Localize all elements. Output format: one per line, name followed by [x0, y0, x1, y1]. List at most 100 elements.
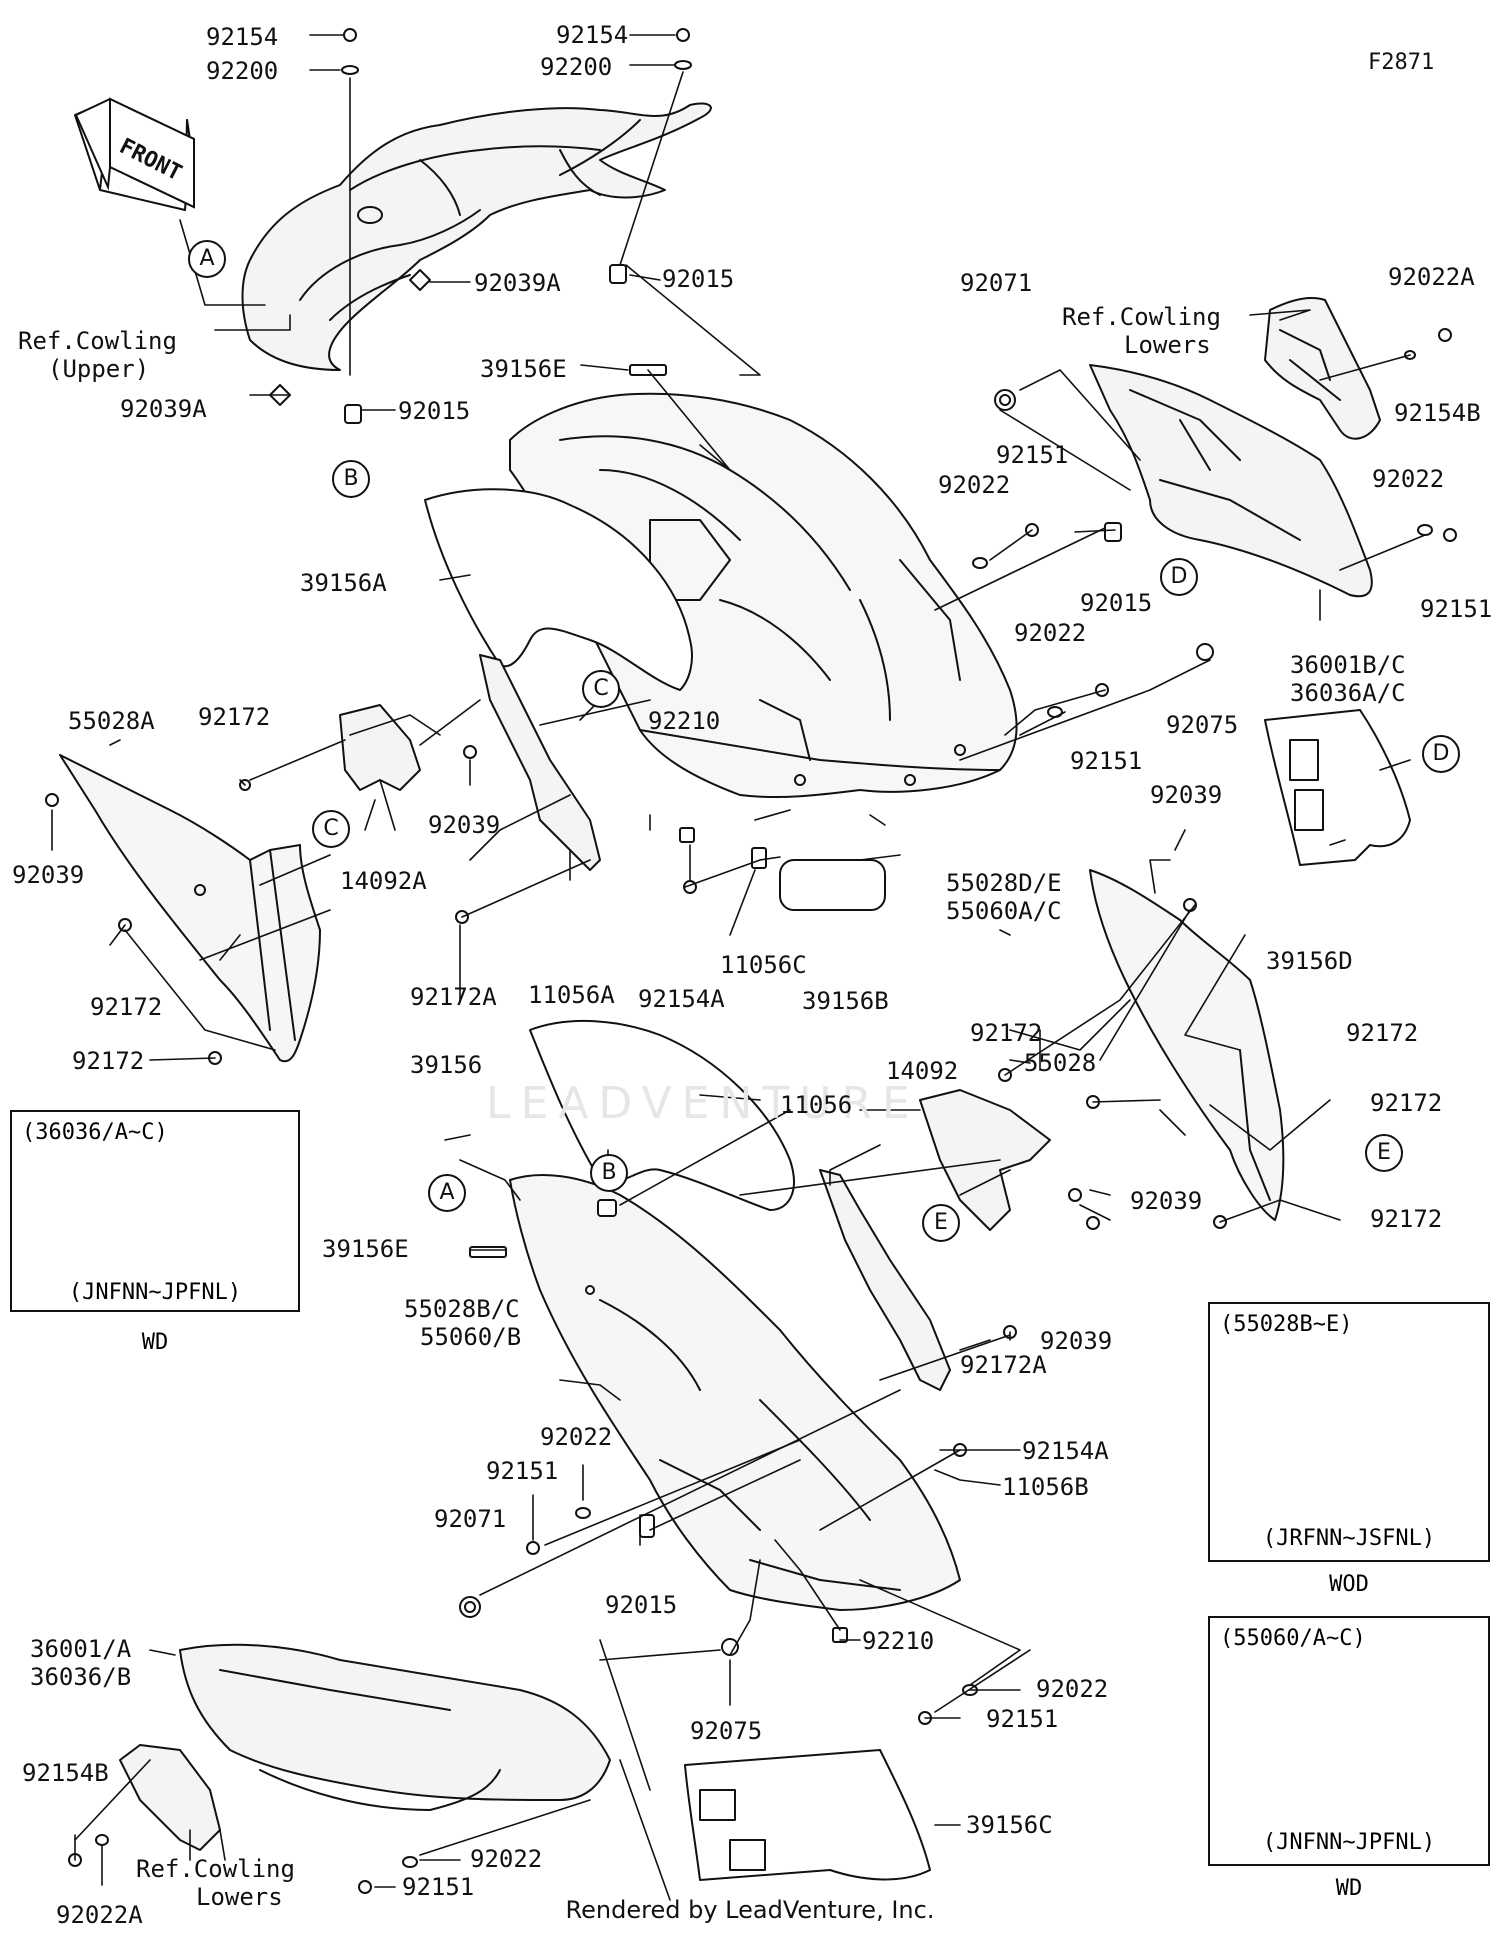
cowling-lowers-bracket-part [1264, 297, 1381, 440]
duct-36001BC-part [1089, 364, 1373, 598]
label-ref-cowling-upper-2: (Upper) [48, 355, 150, 383]
label-39156B: 39156B [802, 987, 889, 1015]
bracket-11056A-part [479, 654, 601, 871]
inset-55028-code: (JRFNN~JSFNL) [1262, 1526, 1436, 1551]
label-92200-top-mid: 92200 [540, 53, 613, 81]
label-92154-top-left: 92154 [206, 23, 279, 51]
label-92022A-top: 92022A [1388, 263, 1475, 291]
label-14092A: 14092A [340, 867, 427, 895]
label-ref-cowling-lowers-top: Ref.Cowling [1062, 303, 1221, 331]
label-11056C: 11056C [720, 951, 807, 979]
side-panel-55028A-part [59, 754, 321, 1063]
label-92200-top-left: 92200 [206, 57, 279, 85]
label-92172-a: 92172 [198, 703, 271, 731]
callout-e-mid: E [922, 1204, 960, 1242]
inset-36036: (36036/A~C) (JNFNN~JPFNL) [10, 1110, 300, 1312]
inset-36036-header: (36036/A~C) [22, 1120, 168, 1145]
label-ref-cowling-lowers-low-2: Lowers [196, 1883, 283, 1911]
callout-b-top: B [332, 460, 370, 498]
upper-cowling-part [241, 102, 712, 371]
label-ref-cowling-lowers-top-2: Lowers [1124, 331, 1211, 359]
callout-e-right: E [1365, 1134, 1403, 1172]
callout-d-right: D [1422, 735, 1460, 773]
label-92154B-top: 92154B [1394, 399, 1481, 427]
inset-36036-label: WD [141, 1330, 169, 1355]
label-92172-right-1: 92172 [1346, 1019, 1419, 1047]
label-92151-mid-1: 92151 [996, 441, 1069, 469]
cowling-lowers-bracket-low-part [119, 1744, 221, 1851]
label-92154-top-mid: 92154 [556, 21, 629, 49]
label-92015-top: 92015 [662, 265, 735, 293]
label-92039A-upper: 92039A [474, 269, 561, 297]
front-direction-icon: FRONT [74, 97, 195, 209]
label-92022-right: 92022 [1372, 465, 1445, 493]
inset-55060: (55060/A~C) (JNFNN~JPFNL) [1208, 1616, 1490, 1866]
inset-55028-header: (55028B~E) [1220, 1312, 1353, 1337]
label-92039-e2: 92039 [1040, 1327, 1113, 1355]
label-92151-bottom: 92151 [402, 1873, 475, 1901]
label-92071-top: 92071 [960, 269, 1033, 297]
label-92071-low: 92071 [434, 1505, 507, 1533]
callout-a-low: A [428, 1174, 466, 1212]
label-92172-b: 92172 [90, 993, 163, 1021]
label-39156E-low: 39156E [322, 1235, 409, 1263]
label-92210-low: 92210 [862, 1627, 935, 1655]
inset-55028: (55028B~E) (JRFNN~JSFNL) [1208, 1302, 1490, 1562]
callout-d-top: D [1160, 558, 1198, 596]
label-92075-top: 92075 [1166, 711, 1239, 739]
label-92075-low: 92075 [690, 1717, 763, 1745]
label-11056: 11056 [780, 1091, 853, 1119]
callout-b-low: B [590, 1154, 628, 1192]
label-ref-cowling-upper: Ref.Cowling [18, 327, 177, 355]
label-55028: 55028 [1024, 1049, 1097, 1077]
label-92154A-low: 92154A [1022, 1437, 1109, 1465]
inset-55060-code: (JNFNN~JPFNL) [1262, 1830, 1436, 1855]
label-92172A-b: 92172A [960, 1351, 1047, 1379]
label-ref-cowling-lowers-low: Ref.Cowling [136, 1855, 295, 1883]
label-92015-low: 92015 [605, 1591, 678, 1619]
lower-cowl-55028BC-part [509, 1174, 961, 1611]
label-92022-low-r: 92022 [1036, 1675, 1109, 1703]
label-92151-right: 92151 [1420, 595, 1493, 623]
label-92151-low: 92151 [486, 1457, 559, 1485]
inset-55060-header: (55060/A~C) [1220, 1626, 1366, 1651]
label-39156E-top: 39156E [480, 355, 567, 383]
watermark-text: LEADVENTURE [486, 1078, 920, 1129]
label-92151-low-r: 92151 [986, 1705, 1059, 1733]
label-92039-right: 92039 [1150, 781, 1223, 809]
bracket-14092A-part [339, 704, 421, 791]
label-92022-mid-2: 92022 [1014, 619, 1087, 647]
label-92022-mid-1: 92022 [938, 471, 1011, 499]
label-39156D: 39156D [1266, 947, 1353, 975]
label-36001A: 36001/A [30, 1635, 132, 1663]
callout-c-left: C [312, 810, 350, 848]
label-92172A-a: 92172A [410, 983, 497, 1011]
label-92172-c: 92172 [72, 1047, 145, 1075]
label-39156A: 39156A [300, 569, 387, 597]
label-92172-right-2: 92172 [1370, 1089, 1443, 1117]
inset-55060-label: WD [1335, 1876, 1363, 1901]
label-92022-bottom: 92022 [470, 1845, 543, 1873]
label-92210-top: 92210 [648, 707, 721, 735]
inset-55028-label: WOD [1329, 1572, 1369, 1597]
label-55028A: 55028A [68, 707, 155, 735]
label-39156C: 39156C [966, 1811, 1053, 1839]
label-36036AC: 36036A/C [1290, 679, 1406, 707]
label-92154A-top: 92154A [638, 985, 725, 1013]
label-92154B-low: 92154B [22, 1759, 109, 1787]
footer-credit: Rendered by LeadVenture, Inc. [565, 1896, 935, 1924]
bracket-14092-part [919, 1089, 1051, 1231]
label-92172-mid: 92172 [970, 1019, 1043, 1047]
label-92022A-low: 92022A [56, 1901, 143, 1929]
label-11056B: 11056B [1002, 1473, 1089, 1501]
label-92039-left: 92039 [12, 861, 85, 889]
label-92039-e1: 92039 [1130, 1187, 1203, 1215]
label-39156: 39156 [410, 1051, 483, 1079]
label-92022-low: 92022 [540, 1423, 613, 1451]
label-11056A: 11056A [528, 981, 615, 1009]
label-36001BC: 36001B/C [1290, 651, 1406, 679]
label-55060B: 55060/B [420, 1323, 522, 1351]
label-92015-left: 92015 [398, 397, 471, 425]
label-92039-mid: 92039 [428, 811, 501, 839]
